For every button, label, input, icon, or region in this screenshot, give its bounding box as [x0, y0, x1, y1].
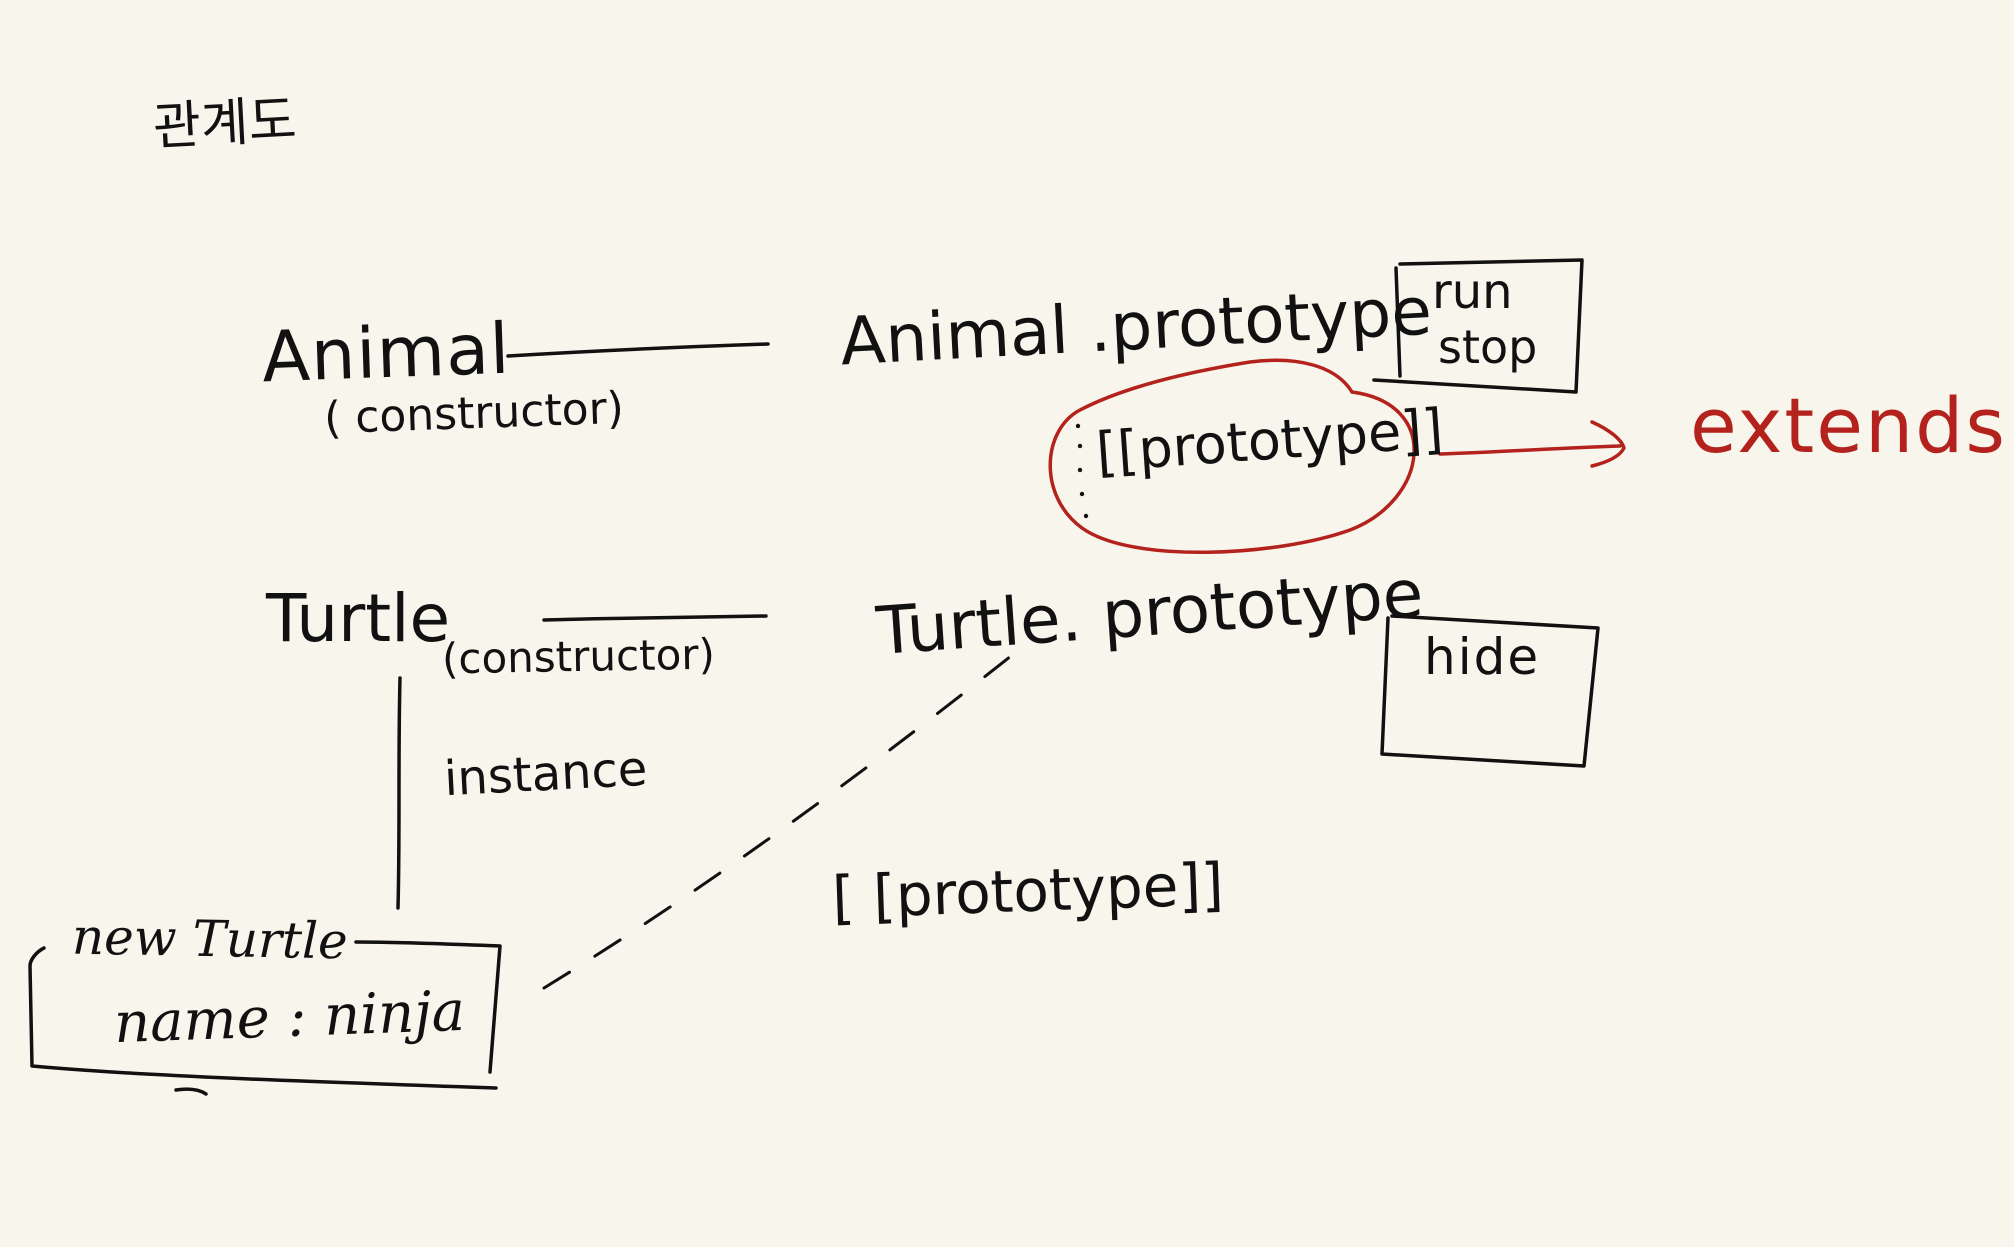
turtle-method-hide: hide — [1424, 628, 1541, 686]
diagram-title: 관계도 — [151, 90, 299, 158]
animal-constructor-note: ( constructor) — [323, 382, 625, 445]
instance-prototype-link-label: [ [prototype]] — [830, 850, 1225, 932]
extends-arrow — [1438, 420, 1626, 468]
animal-method-run: run — [1432, 264, 1513, 320]
animal-constructor-label: Animal — [260, 307, 512, 399]
prototype-link-highlight — [1048, 358, 1416, 555]
turtle-methods-box — [1380, 614, 1600, 768]
instance-box — [28, 940, 502, 1096]
instance-line — [396, 676, 402, 910]
instance-label: instance — [442, 740, 649, 808]
turtle-prototype-connector — [542, 614, 768, 622]
turtle-constructor-note: (constructor) — [441, 629, 716, 684]
animal-prototype-connector — [506, 342, 770, 358]
instance-prototype-link — [542, 650, 1018, 990]
instance-box-title: new Turtle — [71, 907, 349, 971]
instance-box-property: name : ninja — [112, 978, 466, 1057]
prototype-link-dots — [1075, 423, 1089, 519]
turtle-constructor-label: Turtle — [266, 580, 451, 657]
extends-label: extends — [1690, 381, 2007, 470]
animal-methods-box — [1372, 258, 1584, 394]
animal-method-stop: stop — [1438, 320, 1538, 374]
